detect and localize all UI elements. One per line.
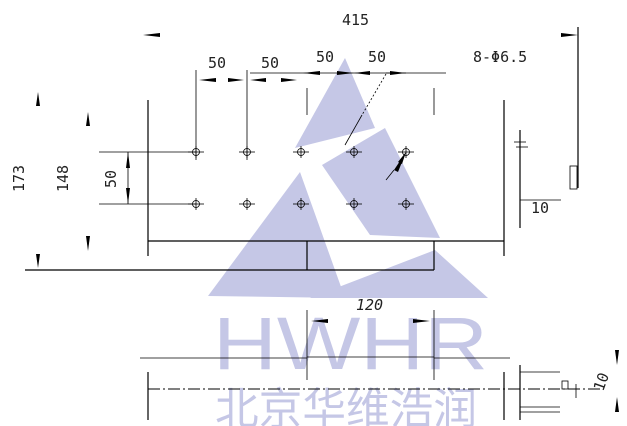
hole-pitch-4-label: 50 [368,48,386,66]
side-offset-label: 10 [531,199,549,217]
plate-outline [25,100,505,271]
watermark-logo-text: HWHR [213,302,488,385]
mounting-hole [293,146,309,158]
watermark-shape-bottom [310,250,488,298]
hole-pitch-2-label: 50 [261,54,279,72]
watermark-company-name: 北京华维浩润 [215,385,477,426]
mounting-hole [293,198,309,210]
watermark-logo: HWHR 北京华维浩润 [208,58,488,426]
hole-callout-label: 8-Φ6.5 [473,48,527,66]
mounting-hole [239,198,255,210]
mounting-hole [398,146,414,158]
mounting-hole [398,198,414,210]
mounting-hole [346,146,362,158]
overall-width-dimension: 415 [143,11,579,190]
watermark-shape-left [208,172,345,298]
mounting-hole [239,146,255,158]
hole-pitch-dimensions: 50 50 50 50 [195,48,435,160]
mounting-hole [346,198,362,210]
bottom-view: 120 10 [140,296,619,420]
side-thickness-label: 10 [590,370,613,393]
bottom-width-label: 120 [356,296,383,314]
overall-width-label: 415 [342,11,369,29]
watermark-shape-top [295,58,375,148]
watermark-shape-right [322,128,440,238]
inner-height-label: 148 [54,165,72,192]
side-view-top: 10 [514,130,561,228]
hole-pitch-3-label: 50 [316,48,334,66]
height-dimensions: 173 148 50 [10,92,130,268]
overall-height-label: 173 [10,165,28,192]
row-pitch-label: 50 [102,170,120,188]
hole-pitch-1-label: 50 [208,54,226,72]
